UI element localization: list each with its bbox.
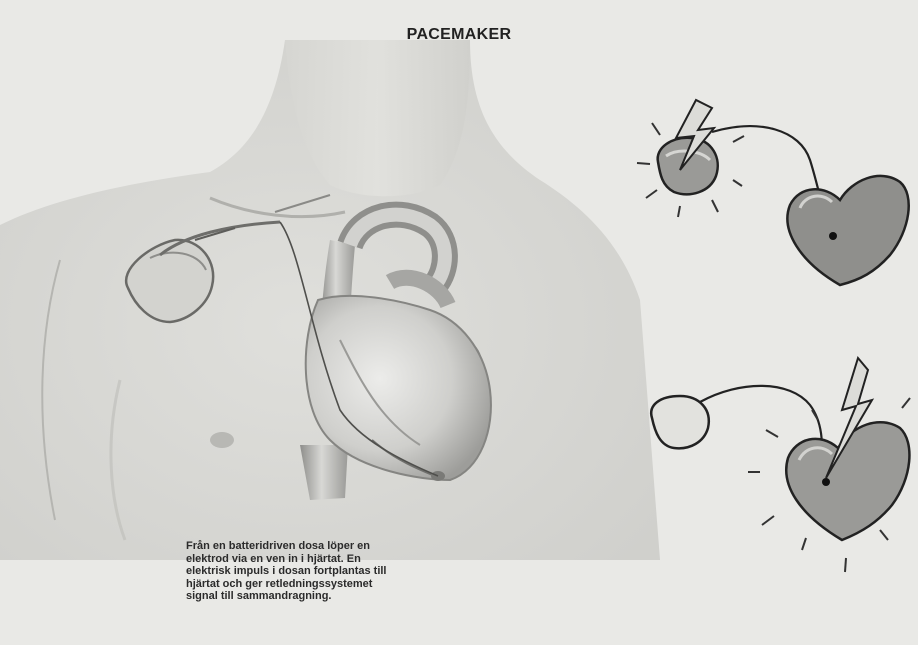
pacemaker-device-icon bbox=[651, 396, 709, 448]
caption-text: Från en batteridriven dosa löper en elek… bbox=[186, 540, 471, 603]
caption-line: hjärtat och ger retledningssystemet bbox=[186, 578, 471, 591]
page-title: PACEMAKER bbox=[0, 26, 918, 44]
heart-icon bbox=[787, 176, 908, 285]
schematic-heart-firing bbox=[651, 358, 910, 572]
caption-line: signal till sammandragning. bbox=[186, 590, 471, 603]
caption-line: elektrod via en ven in i hjärtat. En bbox=[186, 553, 471, 566]
caption-line: Från en batteridriven dosa löper en bbox=[186, 540, 471, 553]
nipple-mark bbox=[210, 432, 234, 448]
pacemaker-device-icon bbox=[658, 138, 718, 195]
schematic-device-firing bbox=[637, 100, 909, 285]
caption-line: elektrisk impuls i dosan fortplantas til… bbox=[186, 565, 471, 578]
